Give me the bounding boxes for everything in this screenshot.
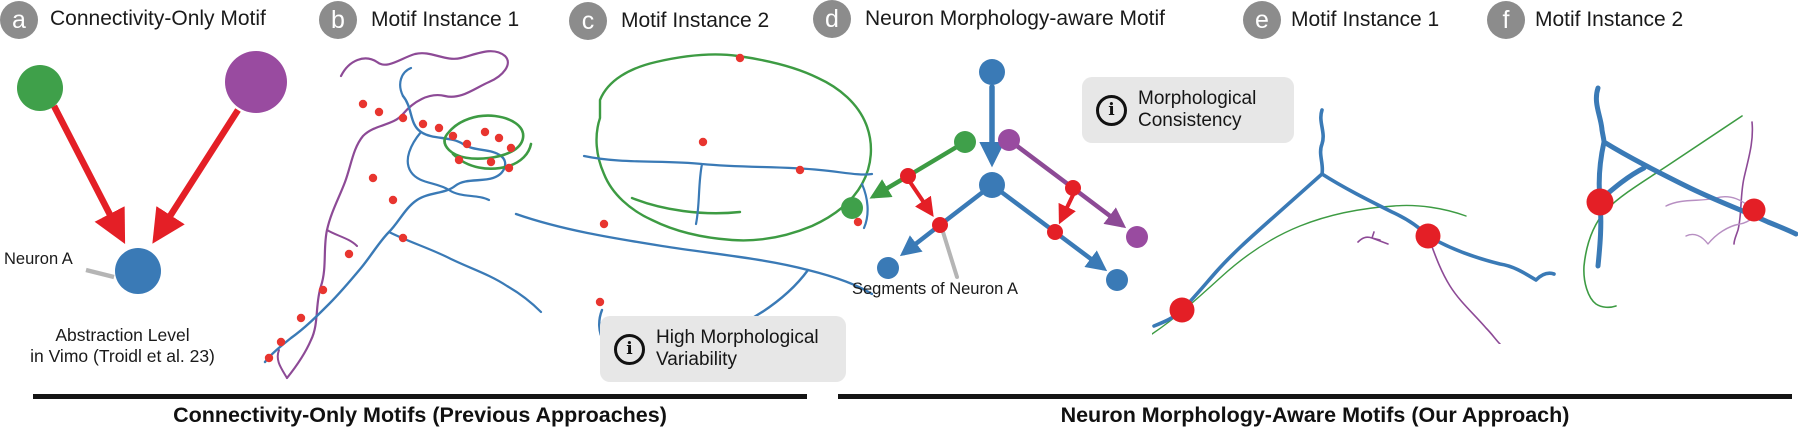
neuron-a-label: Neuron A: [4, 250, 73, 268]
motif-synapse-dots-f: [1586, 188, 1766, 222]
info-icon: i: [1096, 94, 1127, 126]
motif-synapse-dots-e: [1169, 223, 1441, 323]
node-red-synapse-1: [900, 168, 916, 184]
connectivity-motif-diagram: [17, 51, 287, 294]
node-blue-center: [979, 172, 1005, 198]
axon-green-thin: [1152, 204, 1467, 335]
synapse-dots-b: [264, 99, 516, 363]
label-pointer-line: [85, 267, 115, 280]
node-blue-top: [979, 59, 1005, 85]
node-red-synapse-4: [1047, 224, 1063, 240]
neuron-node-green: [17, 65, 63, 111]
variability-callout: i High Morphological Variability: [600, 316, 846, 382]
panel-a-title: Connectivity-Only Motif: [50, 7, 266, 30]
node-green-upper: [954, 131, 976, 153]
node-green-lower: [841, 197, 863, 219]
axon-blue-sweep: [514, 212, 874, 296]
axon-purple-branch: [276, 229, 358, 379]
axon-blue-thick: [1152, 108, 1556, 328]
neuron-rendering-c: [514, 53, 874, 345]
left-section-caption: Connectivity-Only Motifs (Previous Appro…: [173, 403, 667, 427]
neuron-rendering-b: [263, 50, 543, 380]
edge-green-segment: [905, 139, 968, 179]
abstraction-caption-line1: Abstraction Level: [55, 325, 190, 345]
panel-a-badge: a: [0, 1, 38, 39]
axon-blue-thick: [1593, 85, 1798, 269]
motif-nodes: [841, 59, 1148, 291]
axon-blue-strands: [582, 154, 874, 230]
panel-f-badge: f: [1487, 1, 1525, 39]
segments-label: Segments of Neuron A: [852, 280, 1019, 298]
synapse-dots-c: [595, 53, 863, 335]
neuron-rendering-f: [1583, 85, 1798, 309]
axon-green-thin: [1583, 115, 1743, 309]
node-purple-upper: [998, 129, 1020, 151]
node-red-synapse-3: [1065, 180, 1081, 196]
axon-purple-thin: [1733, 121, 1754, 245]
consistency-line1: Morphological: [1138, 88, 1257, 109]
segments-pointer-line: [941, 230, 959, 279]
variability-line1: High Morphological: [656, 327, 819, 348]
node-blue-lower-left: [877, 257, 899, 279]
axon-blue-branch: [387, 230, 543, 314]
consistency-callout-text: Morphological Consistency: [1138, 88, 1256, 132]
panel-e-title: Motif Instance 1: [1291, 8, 1440, 31]
abstraction-caption-line2: in Vimo (Troidl et al. 23): [30, 346, 215, 366]
variability-line2: Variability: [656, 349, 737, 370]
neuron-node-a-blue: [115, 248, 161, 294]
edge-blue-right-arrow: [1052, 229, 1108, 272]
edge-red-arrow-left: [908, 180, 934, 217]
edge-purple-arrow: [1070, 185, 1127, 229]
neuron-node-purple: [225, 51, 287, 113]
morphology-motif-diagram: [841, 59, 1148, 291]
node-blue-lower-right: [1106, 269, 1128, 291]
edge-red-arrow-right: [1058, 193, 1076, 225]
panel-b-title: Motif Instance 1: [371, 8, 520, 31]
edge-arrows-red: [51, 104, 241, 245]
edge-blue-right-segment: [989, 182, 1058, 235]
info-icon: i: [614, 333, 645, 365]
edge-purple-segment: [1006, 137, 1076, 191]
panel-d-title: Neuron Morphology-aware Motif: [865, 7, 1165, 30]
consistency-line2: Consistency: [1138, 110, 1242, 131]
panel-b-badge: b: [319, 1, 357, 39]
panel-c-badge: c: [569, 2, 607, 40]
neuron-rendering-e: [1152, 108, 1556, 344]
left-section-rule: [33, 394, 807, 399]
node-purple-lower: [1126, 226, 1148, 248]
axon-purple: [285, 50, 509, 380]
axon-blue-loop: [399, 66, 491, 202]
right-section-rule: [838, 394, 1792, 399]
panel-c-title: Motif Instance 2: [621, 9, 770, 32]
right-section-caption: Neuron Morphology-Aware Motifs (Our Appr…: [1060, 403, 1570, 427]
panel-e-badge: e: [1243, 1, 1281, 39]
panel-d-badge: d: [813, 0, 851, 38]
variability-callout-text: High Morphological Variability: [656, 327, 819, 371]
panel-f-title: Motif Instance 2: [1535, 8, 1684, 31]
node-red-synapse-2: [932, 217, 948, 233]
axon-purple-thin: [1357, 231, 1501, 344]
abstraction-caption: Abstraction Level in Vimo (Troidl et al.…: [5, 325, 240, 367]
consistency-callout: i Morphological Consistency: [1082, 77, 1294, 143]
axon-blue-main: [263, 94, 507, 364]
